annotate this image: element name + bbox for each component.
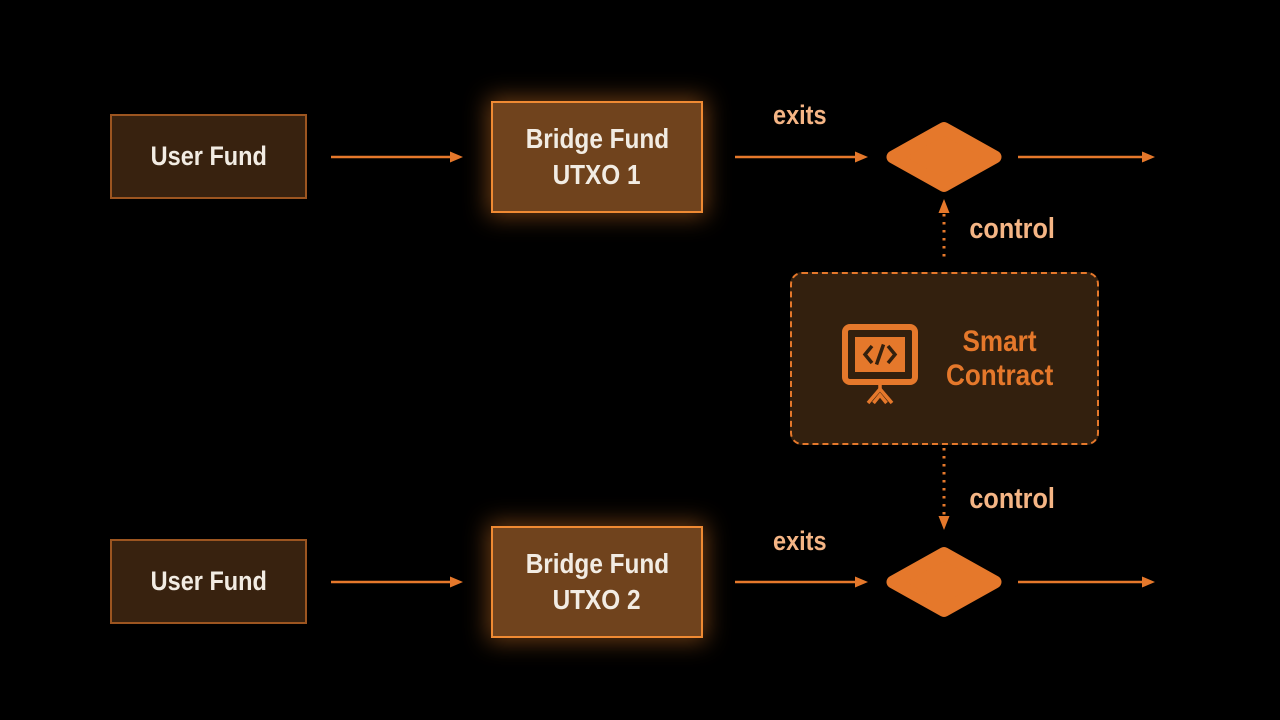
smart-contract-box <box>790 272 1099 445</box>
control-link-1 <box>938 199 950 258</box>
stand-caret <box>872 392 888 405</box>
arrow-bridge-to-gate-1 <box>735 151 868 163</box>
user-fund-label: User Fund <box>150 141 267 171</box>
bridge-fund-line1: Bridge Fund <box>525 123 669 154</box>
bridge-fund-line2: UTXO 1 <box>552 159 641 190</box>
bridge-fund-utxo1-box: Bridge Fund UTXO 1 <box>491 101 703 213</box>
arrow-head <box>855 151 868 163</box>
exits-label-2: exits <box>773 526 827 556</box>
gate-diamond-1 <box>886 122 1002 192</box>
arrow-user-to-bridge-2 <box>331 576 463 588</box>
monitor-frame <box>842 324 918 385</box>
arrow-user-to-bridge-1 <box>331 151 463 163</box>
user-fund-label: User Fund <box>150 566 267 596</box>
user-fund-box-1: User Fund <box>110 114 307 199</box>
control-label-2: control <box>969 483 1055 515</box>
user-fund-box-2: User Fund <box>110 539 307 624</box>
exits-label-1: exits <box>773 100 827 130</box>
control-link-2 <box>938 448 950 530</box>
arrow-head <box>855 576 868 588</box>
arrow-head <box>450 576 463 588</box>
bridge-fund-utxo2-box: Bridge Fund UTXO 2 <box>491 526 703 638</box>
stand-legs <box>866 387 894 405</box>
code-chevron-right <box>886 344 898 365</box>
bridge-fund-line2: UTXO 2 <box>552 584 641 615</box>
smart-contract-label: Smart Contract <box>946 325 1054 392</box>
arrow-head <box>1142 151 1155 163</box>
gate-diamond-2 <box>886 547 1002 617</box>
control-label-1: control <box>969 213 1055 245</box>
arrow-gate-exit-1 <box>1018 151 1155 163</box>
bridge-fund-line1: Bridge Fund <box>525 548 669 579</box>
arrow-head-up <box>938 199 950 213</box>
arrow-head <box>1142 576 1155 588</box>
arrow-head-down <box>938 516 950 530</box>
code-chevron-left <box>862 344 874 365</box>
arrow-head <box>450 151 463 163</box>
code-monitor-icon <box>842 324 918 405</box>
code-slash <box>874 343 886 366</box>
arrow-bridge-to-gate-2 <box>735 576 868 588</box>
arrow-gate-exit-2 <box>1018 576 1155 588</box>
